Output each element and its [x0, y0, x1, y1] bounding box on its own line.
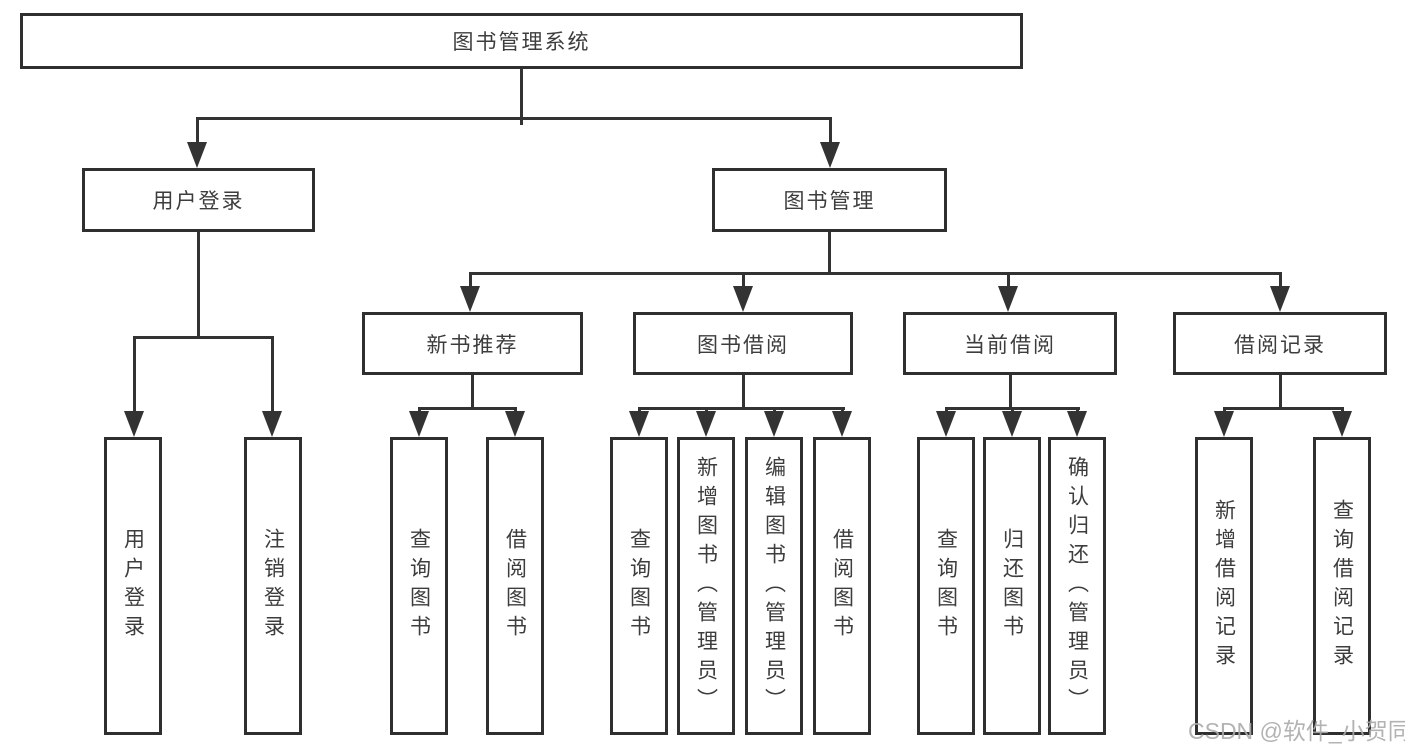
connector-line — [828, 117, 832, 146]
arrow-down-icon — [505, 411, 525, 437]
leaf-label: 查询图书 — [934, 528, 958, 644]
connector-line — [196, 232, 200, 339]
connector-line — [1278, 375, 1282, 410]
arrow-down-icon — [820, 142, 840, 168]
node-borrowing-records-label: 借阅记录 — [1234, 333, 1326, 357]
leaf-label: 归还图书 — [1000, 528, 1024, 644]
node-root-label: 图书管理系统 — [452, 31, 591, 54]
leaf-label: 查询图书 — [407, 528, 431, 644]
leaf-query-books-1: 查询图书 — [390, 437, 448, 735]
leaf-query-books-2: 查询图书 — [610, 437, 668, 735]
leaf-borrow-books-1: 借阅图书 — [486, 437, 544, 735]
connector-line — [195, 117, 199, 146]
connector-line — [270, 336, 274, 415]
arrow-down-icon — [124, 411, 144, 437]
csdn-watermark: CSDN @软件_小贺同学 — [1188, 718, 1405, 744]
leaf-label: 借阅图书 — [503, 528, 527, 644]
leaf-add-borrow-record: 新增借阅记录 — [1195, 437, 1253, 735]
node-book-management-label: 图书管理 — [783, 190, 876, 213]
connector-line — [132, 336, 274, 339]
node-borrowing-records: 借阅记录 — [1173, 312, 1387, 375]
leaf-confirm-return-admin: 确认归还（管理员） — [1048, 437, 1106, 735]
connector-line — [1278, 272, 1282, 290]
leaf-edit-book-admin: 编辑图书（管理员） — [745, 437, 803, 735]
connector-line — [827, 232, 831, 275]
connector-line — [468, 272, 472, 290]
connector-line — [417, 407, 517, 410]
arrow-down-icon — [1214, 411, 1234, 437]
node-new-book-recommend: 新书推荐 — [362, 312, 583, 375]
leaf-user-login: 用户登录 — [104, 437, 162, 735]
arrow-down-icon — [936, 411, 956, 437]
arrow-down-icon — [1002, 411, 1022, 437]
leaf-label: 新增图书（管理员） — [694, 455, 718, 717]
connector-line — [1006, 272, 1010, 290]
leaf-label: 借阅图书 — [830, 528, 854, 644]
node-book-management: 图书管理 — [712, 168, 947, 232]
leaf-query-borrow-record: 查询借阅记录 — [1313, 437, 1371, 735]
leaf-borrow-books-2: 借阅图书 — [813, 437, 871, 735]
connector-line — [468, 272, 1282, 275]
arrow-down-icon — [832, 411, 852, 437]
arrow-down-icon — [696, 411, 716, 437]
leaf-label: 新增借阅记录 — [1212, 499, 1236, 673]
arrow-down-icon — [764, 411, 784, 437]
connector-line — [741, 272, 745, 290]
arrow-down-icon — [629, 411, 649, 437]
node-root: 图书管理系统 — [20, 13, 1023, 69]
connector-line — [195, 117, 832, 120]
arrow-down-icon — [187, 142, 207, 168]
leaf-return-books: 归还图书 — [983, 437, 1041, 735]
connector-line — [637, 407, 845, 410]
arrow-down-icon — [998, 286, 1018, 312]
node-new-book-recommend-label: 新书推荐 — [426, 333, 519, 357]
node-current-borrowing-label: 当前借阅 — [964, 333, 1056, 357]
arrow-down-icon — [1270, 286, 1290, 312]
leaf-label: 查询图书 — [627, 528, 651, 644]
node-user-login-label: 用户登录 — [152, 190, 245, 213]
node-book-borrowing-label: 图书借阅 — [697, 333, 789, 357]
connector-line — [470, 375, 474, 410]
leaf-label: 确认归还（管理员） — [1065, 455, 1089, 717]
connector-line — [132, 336, 136, 415]
leaf-logout: 注销登录 — [244, 437, 302, 735]
leaf-add-book-admin: 新增图书（管理员） — [677, 437, 735, 735]
connector-line — [1222, 407, 1344, 410]
leaf-label: 查询借阅记录 — [1330, 499, 1354, 673]
node-current-borrowing: 当前借阅 — [903, 312, 1117, 375]
leaf-query-books-3: 查询图书 — [917, 437, 975, 735]
arrow-down-icon — [460, 286, 480, 312]
arrow-down-icon — [733, 286, 753, 312]
node-book-borrowing: 图书借阅 — [633, 312, 853, 375]
connector-line — [519, 69, 523, 125]
leaf-label: 注销登录 — [261, 528, 285, 644]
arrow-down-icon — [1332, 411, 1352, 437]
connector-line — [1008, 375, 1012, 410]
arrow-down-icon — [1067, 411, 1087, 437]
node-user-login: 用户登录 — [82, 168, 315, 232]
connector-line — [741, 375, 745, 410]
arrow-down-icon — [409, 411, 429, 437]
leaf-label: 编辑图书（管理员） — [762, 455, 786, 717]
leaf-label: 用户登录 — [121, 528, 145, 644]
arrow-down-icon — [262, 411, 282, 437]
